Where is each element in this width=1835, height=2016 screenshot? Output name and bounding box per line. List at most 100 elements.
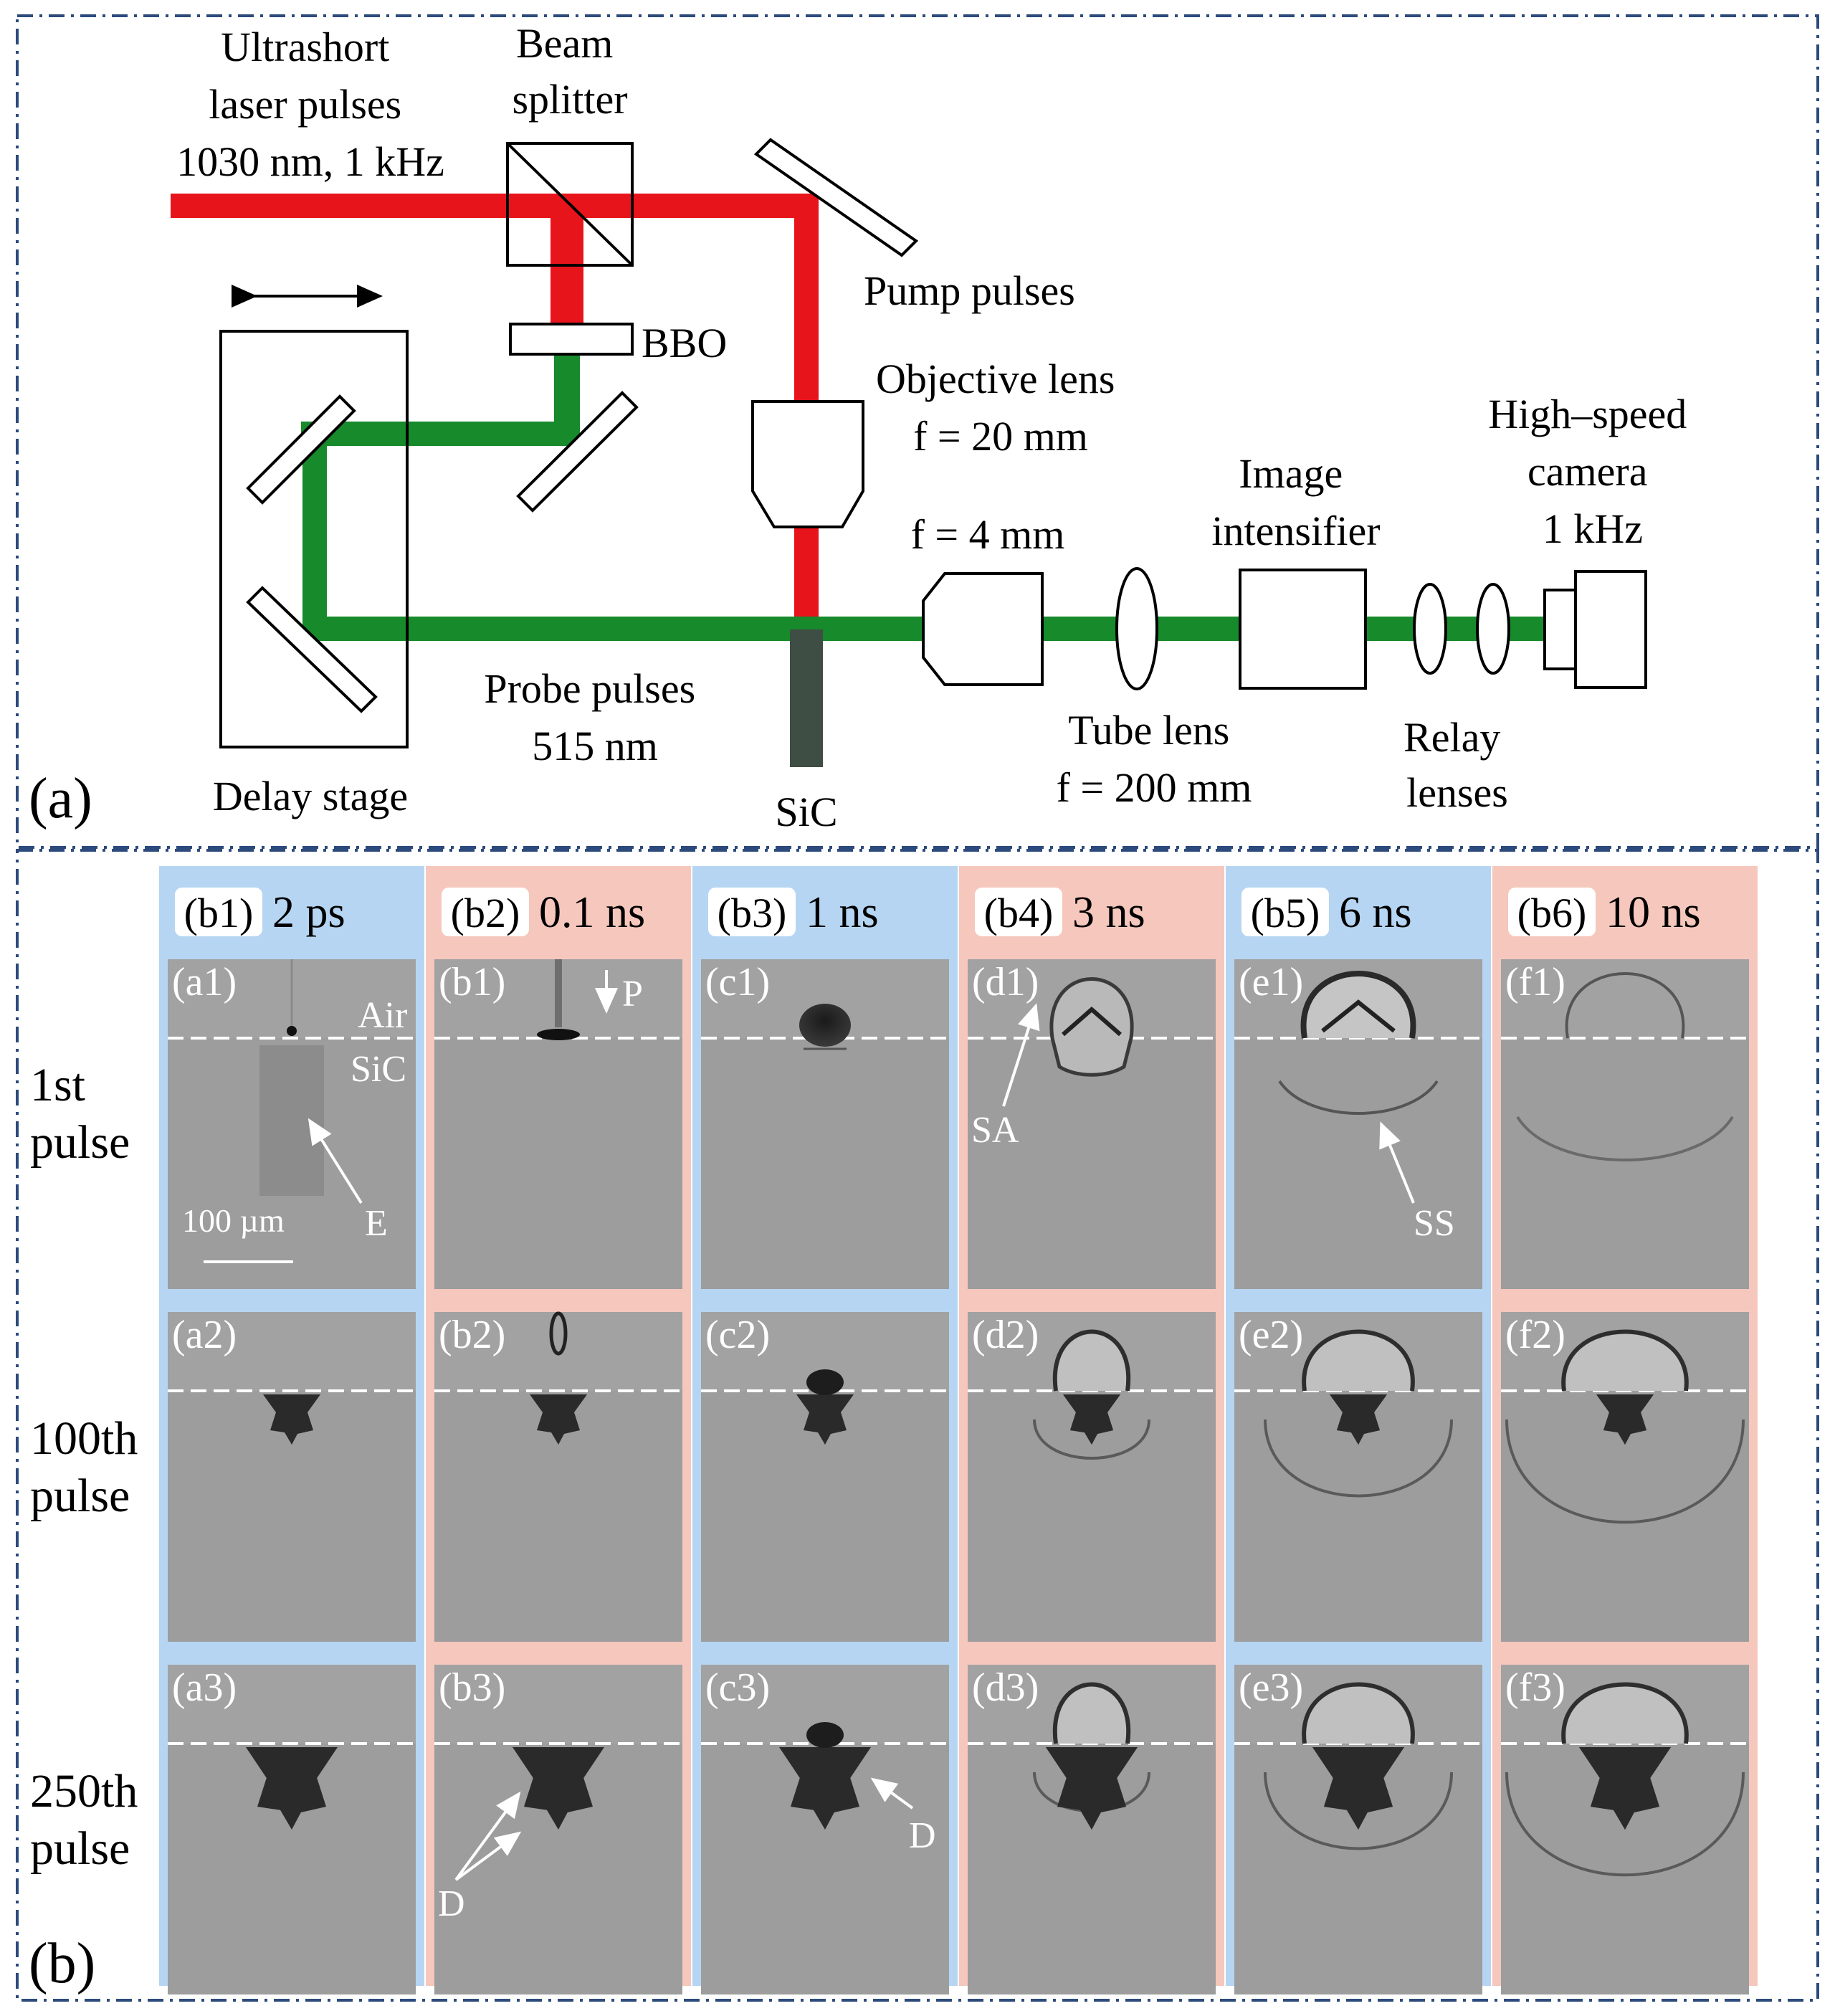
column-tag-box <box>1241 888 1329 936</box>
d-arrow <box>870 1777 914 1810</box>
e-arrow <box>308 1118 363 1204</box>
image-cell: (d3) <box>968 1665 1216 1994</box>
d-arrow <box>454 1791 521 1881</box>
pump-label: Pump pulses <box>864 267 1075 314</box>
camera-box <box>1543 570 1647 689</box>
cell-label: (a3) <box>172 1665 237 1710</box>
image-cell: (d1) <box>968 959 1216 1289</box>
image-cell: (a3) <box>168 1665 416 1994</box>
image-cell: (a1) <box>168 959 416 1289</box>
cell-label: (f2) <box>1505 1313 1565 1357</box>
cell-label: (b1) <box>439 960 505 1004</box>
ss-arrow <box>1379 1121 1415 1204</box>
image-cell: (b3) <box>434 1665 682 1994</box>
bbo-crystal <box>509 323 634 356</box>
cell-label: (c2) <box>705 1313 770 1357</box>
sa-arrow <box>1002 1003 1040 1107</box>
column-tag-box <box>175 888 262 936</box>
sa-label: SA <box>971 1110 1019 1151</box>
camera-label: High–speed camera 1 kHz <box>1488 391 1697 552</box>
column-tag-box <box>975 888 1062 936</box>
relay-lens <box>1476 583 1510 675</box>
relay-label: Relay lenses <box>1403 714 1511 816</box>
panel-a-label: (a) <box>29 767 92 830</box>
delay-stage-label: Delay stage <box>213 773 408 819</box>
column-tag: (b2) <box>451 890 520 936</box>
p-label: P <box>622 974 643 1014</box>
d-arrow <box>454 1831 522 1881</box>
bbo-label: BBO <box>642 320 727 366</box>
image-cell: (f1) <box>1501 959 1749 1289</box>
scale-bar-label: 100 µm <box>182 1202 285 1239</box>
beam-splitter <box>506 142 634 267</box>
column-time: 2 ps <box>272 888 345 937</box>
image-intensifier-box <box>1239 569 1367 690</box>
image-cell: (e3) <box>1234 1665 1482 1994</box>
damage-region <box>263 1394 320 1445</box>
cell-label: (b3) <box>439 1665 505 1710</box>
cell-label: (e1) <box>1239 960 1303 1004</box>
image-cell: (f2) <box>1501 1312 1749 1642</box>
cell-label: (c1) <box>705 960 770 1004</box>
column-tag-box <box>442 888 529 936</box>
column-tag-box <box>1508 888 1596 936</box>
image-cell: (a2) <box>168 1312 416 1642</box>
panel-a-border <box>16 14 1819 849</box>
damage-region <box>779 1747 871 1830</box>
panel-b: (b1)2 ps(b2)0.1 ns(b3)1 ns(b4)3 ns(b5)6 … <box>16 849 1819 2002</box>
column-tag: (b4) <box>984 890 1054 936</box>
d-label-right: D <box>909 1815 936 1856</box>
beam-splitter-label: Beam splitter <box>512 20 627 123</box>
cell-label: (d3) <box>972 1665 1039 1710</box>
delay-stage-box <box>219 330 409 748</box>
probe-label: Probe pulses 515 nm <box>484 665 705 769</box>
image-cell: (c1) <box>701 959 949 1289</box>
source-label: Ultrashort laser pulses 1030 nm, 1 kHz <box>176 24 444 185</box>
image-cell: (d2) <box>968 1312 1216 1642</box>
column-tag-box <box>708 888 796 936</box>
column-time: 0.1 ns <box>539 888 645 937</box>
cell-label: (e3) <box>1239 1665 1303 1710</box>
image-cell: (f3) <box>1501 1665 1749 1994</box>
column-tag: (b1) <box>184 890 254 936</box>
sic-label: SiC <box>775 789 837 835</box>
objective-label: Objective lens f = 20 mm <box>876 356 1125 460</box>
image-cell: (c3) <box>701 1665 949 1994</box>
mirror <box>246 138 919 713</box>
sic-sample <box>790 629 823 767</box>
column-tag: (b6) <box>1517 890 1587 936</box>
cell-label: (a1) <box>172 960 237 1004</box>
image-cell: (c2) <box>701 1312 949 1642</box>
relay-lens <box>1413 583 1447 675</box>
pump-beam <box>171 194 819 637</box>
tube-lens-label: Tube lens f = 200 mm <box>1057 707 1252 811</box>
cell-label: (d1) <box>972 960 1039 1004</box>
tube-lens <box>1115 567 1158 690</box>
e-label: E <box>365 1203 388 1244</box>
focusing-objective <box>751 400 864 528</box>
damage-region <box>796 1394 854 1445</box>
image-cell: (e1) <box>1234 959 1482 1289</box>
column-time: 1 ns <box>806 888 879 937</box>
imaging-objective <box>922 572 1044 686</box>
damage-region <box>513 1747 604 1830</box>
cell-label: (c3) <box>705 1665 770 1710</box>
image-cell: (e2) <box>1234 1312 1482 1642</box>
cell-label: (d2) <box>972 1313 1039 1357</box>
d-label-left: D <box>438 1883 465 1924</box>
column-time: 3 ns <box>1072 888 1145 937</box>
image-cell: (b2) <box>434 1311 682 1642</box>
column-tag: (b3) <box>718 890 787 936</box>
panel-a: Ultrashort laser pulses 1030 nm, 1 kHz B… <box>16 14 1819 849</box>
column-tag: (b5) <box>1251 890 1320 936</box>
image-intensifier-label: Image intensifier <box>1211 450 1380 554</box>
image-cell: (b1) <box>434 959 682 1289</box>
cell-label: (b2) <box>439 1313 505 1357</box>
cell-label: (f3) <box>1505 1665 1565 1710</box>
damage-region <box>530 1394 587 1445</box>
panel-b-border <box>16 849 1819 2002</box>
